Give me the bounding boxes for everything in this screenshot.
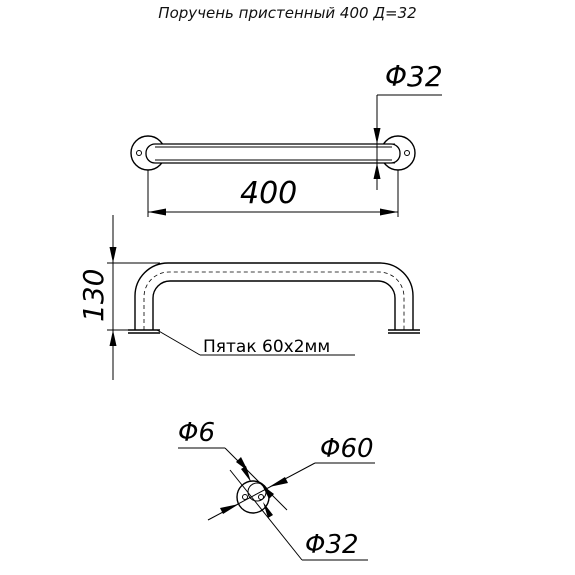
tube-side-centerline bbox=[143, 271, 405, 330]
flange-hole-right bbox=[258, 494, 264, 500]
flange-hole-left bbox=[242, 494, 248, 500]
flange-detail: Φ6 Φ60 Φ32 bbox=[178, 418, 375, 561]
dim-label-hole: Φ6 bbox=[178, 418, 215, 448]
dim-tube-top: Φ32 bbox=[370, 60, 443, 190]
plate-note-label: Пятак 60х2мм bbox=[203, 337, 330, 357]
tube-top bbox=[145, 143, 401, 164]
dim-tube-bottom: Φ32 bbox=[229, 466, 368, 561]
drawing-title: Поручень пристенный 400 Д=32 bbox=[158, 4, 417, 22]
plate-note: Пятак 60х2мм bbox=[156, 329, 355, 357]
tube-side-outer bbox=[134, 262, 414, 330]
dim-label-tube-top: Φ32 bbox=[385, 60, 443, 93]
dim-label-height: 130 bbox=[77, 269, 110, 322]
dim-label-tube-bottom: Φ32 bbox=[305, 530, 359, 560]
side-view: 130 Пятак 60х2мм bbox=[77, 215, 420, 380]
dim-label-plate: Φ60 bbox=[320, 434, 374, 464]
dim-label-length: 400 bbox=[240, 176, 297, 211]
dim-length: 400 bbox=[147, 170, 399, 217]
tube-side-inner bbox=[152, 280, 396, 330]
top-view: Φ32 400 bbox=[130, 60, 443, 217]
dim-hole: Φ6 bbox=[178, 418, 288, 511]
dim-height: 130 bbox=[77, 215, 160, 380]
dim-plate: Φ60 bbox=[207, 434, 375, 521]
